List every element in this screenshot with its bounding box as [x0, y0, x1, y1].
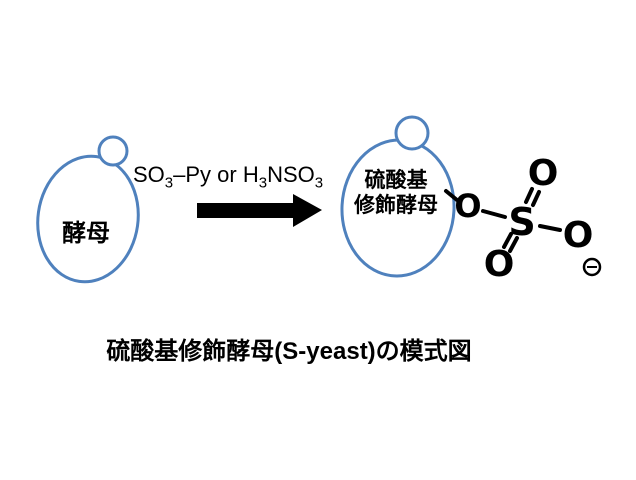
sulfate-bonds [444, 187, 562, 253]
sulfur-top-double-bond-1 [531, 190, 541, 207]
right-yeast-bud-outline [394, 115, 430, 151]
right-oxygen-atom: O [563, 215, 594, 256]
left-yeast-bud-outline [97, 135, 129, 167]
reagent-part-2: –Py or H [173, 162, 259, 187]
sulfur-top-double-bond-2 [524, 187, 534, 204]
top-oxygen-atom: O [528, 153, 559, 194]
reagent-part-1: SO [133, 162, 165, 187]
right-cell-label-line1: 硫酸基 [364, 169, 428, 192]
sulfur-atom: S [508, 200, 535, 244]
sulfur-right-single-bond [538, 224, 562, 232]
left-cell-label: 酵母 [62, 220, 110, 247]
cell-to-oxygen-bond [444, 189, 459, 202]
reagent-label: SO3–Py or H3NSO3 [133, 162, 348, 192]
right-cell-label-line2: 修飾酵母 [354, 194, 438, 217]
reagent-part-3: NSO [267, 162, 315, 187]
sulfur-bottom-double-bond-1 [508, 236, 519, 253]
reaction-arrow-icon [197, 194, 322, 227]
left-yeast-cell-outline [36, 154, 140, 284]
sulfur-bottom-double-bond-2 [502, 232, 513, 249]
figure-caption: 硫酸基修飾酵母(S-yeast)の模式図 [106, 338, 472, 365]
bottom-oxygen-atom: O [484, 244, 515, 285]
reagent-subscript-3: 3 [314, 174, 324, 192]
right-cell-label: 硫酸基 修飾酵母 [340, 168, 452, 218]
reagent-subscript-1: 3 [164, 174, 174, 192]
bridge-oxygen-atom: O [454, 187, 481, 225]
oxygen-to-sulfur-bond [481, 209, 507, 219]
reagent-subscript-2: 3 [258, 174, 268, 192]
minus-charge-icon [582, 257, 602, 277]
